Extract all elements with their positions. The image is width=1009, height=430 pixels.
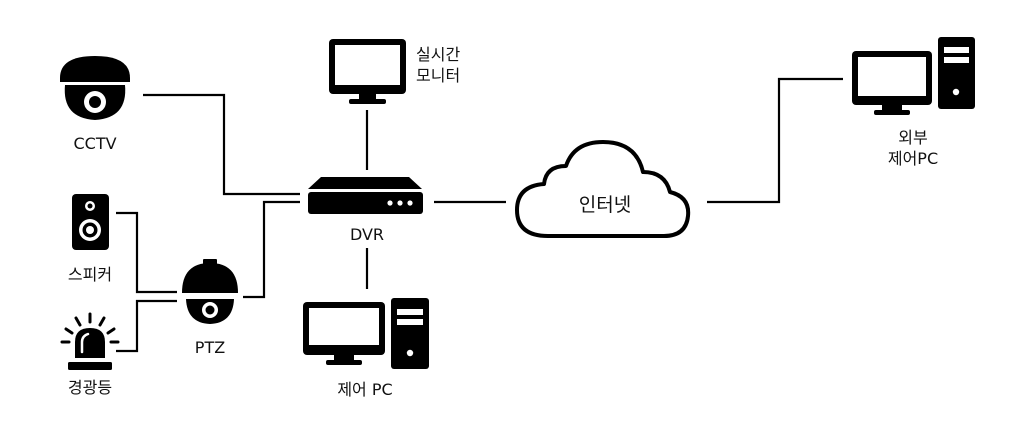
node-label-speaker: 스피커: [67, 265, 113, 284]
node-label-external-pc-line2: 제어PC: [887, 149, 939, 168]
node-label-ptz: PTZ: [194, 338, 226, 357]
desktop-pc-icon: [303, 298, 429, 369]
edge-internet-externalpc: [707, 77, 843, 204]
node-label-cctv: CCTV: [73, 134, 117, 153]
edge-cctv-dvr: [143, 93, 300, 196]
speaker-icon: [72, 194, 109, 250]
dvr-recorder-icon: [308, 177, 423, 214]
monitor-icon: [329, 39, 406, 104]
node-label-external-pc: 외부 제어PC: [866, 127, 960, 169]
dome-camera-icon: [60, 56, 130, 120]
edge-beacon-ptz: [116, 299, 177, 353]
edge-ptz-dvr: [243, 200, 300, 299]
desktop-pc-icon: [852, 37, 975, 115]
node-label-internet: 인터넷: [578, 194, 632, 216]
node-label-beacon: 경광등: [67, 378, 113, 397]
ptz-camera-icon: [182, 259, 238, 324]
warning-beacon-icon: [60, 312, 120, 370]
node-label-monitor-line1: 실시간: [416, 45, 461, 64]
node-label-control-pc: 제어 PC: [337, 380, 393, 399]
node-label-monitor-line2: 모니터: [416, 66, 461, 85]
node-label-monitor: 실시간 모니터: [416, 44, 460, 86]
edge-speaker-ptz: [116, 211, 177, 294]
cloud-icon: [515, 140, 691, 238]
node-label-dvr: DVR: [349, 225, 385, 244]
node-label-external-pc-line1: 외부: [898, 128, 928, 147]
